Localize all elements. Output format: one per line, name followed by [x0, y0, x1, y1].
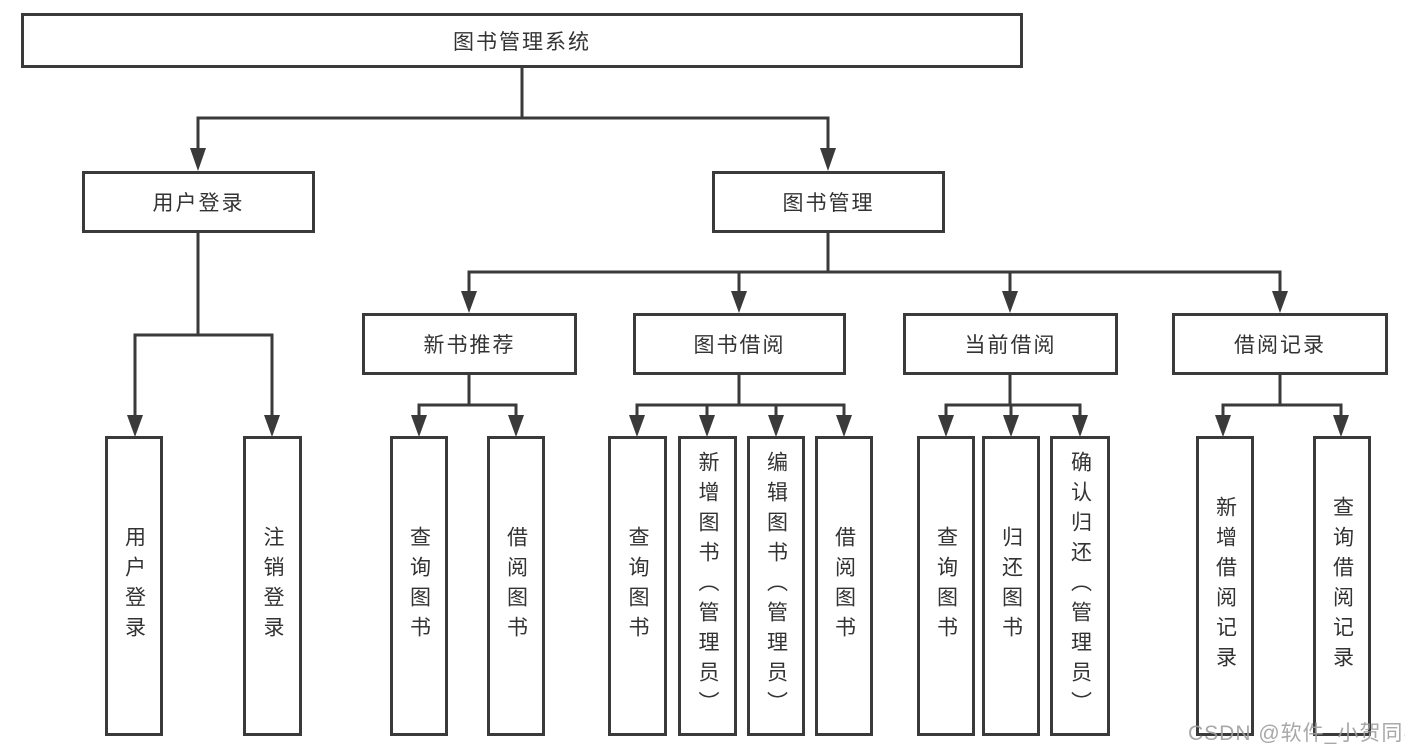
arrowhead: [127, 415, 143, 437]
edge-bookmgmt-to-level3: [467, 231, 1282, 296]
node-new-book-recommend: 新书推荐: [362, 313, 577, 375]
leaf-add-borrow-record: 新增借阅记录: [1196, 436, 1254, 736]
leaf-borrow-books-recommend: 借阅图书: [487, 436, 545, 736]
leaf-user-login: 用户登录: [105, 436, 163, 736]
arrowhead: [1333, 415, 1349, 437]
arrowhead: [768, 415, 784, 437]
edge-newbook-to-leaves: [417, 373, 518, 420]
edge-bookborrow-to-leaves: [635, 373, 846, 420]
arrowhead: [461, 291, 477, 313]
tree-edges: [133, 66, 1343, 420]
arrowhead: [836, 415, 852, 437]
leaf-label: 借阅图书: [832, 526, 856, 646]
leaf-label: 查询借阅记录: [1330, 496, 1354, 676]
arrowhead: [938, 415, 954, 437]
arrowhead: [508, 415, 524, 437]
node-user-login: 用户登录: [82, 171, 315, 233]
leaf-add-book-admin: 新增图书（管理员）: [678, 436, 737, 736]
leaf-label: 注销登录: [261, 526, 285, 646]
leaf-label: 查询图书: [934, 526, 958, 646]
leaf-label: 新增图书（管理员）: [696, 451, 720, 721]
leaf-label: 查询图书: [407, 526, 431, 646]
arrowhead: [699, 415, 715, 437]
leaf-label: 归还图书: [999, 526, 1023, 646]
node-current-borrow: 当前借阅: [903, 313, 1118, 375]
watermark-text: CSDN @软件_小贺同学: [1188, 722, 1405, 745]
leaf-query-books-current: 查询图书: [917, 436, 975, 736]
leaf-query-books-recommend: 查询图书: [390, 436, 448, 736]
leaf-label: 确认归还（管理员）: [1068, 451, 1092, 721]
node-book-management: 图书管理: [712, 171, 945, 233]
arrowhead: [1002, 291, 1018, 313]
node-borrow-records: 借阅记录: [1172, 313, 1388, 375]
arrowhead: [629, 415, 645, 437]
edge-userlogin-to-leaves: [133, 231, 274, 420]
arrowhead: [820, 148, 836, 171]
arrowhead: [731, 291, 747, 313]
leaf-label: 新增借阅记录: [1213, 496, 1237, 676]
leaf-label: 用户登录: [122, 526, 146, 646]
leaf-label: 借阅图书: [504, 526, 528, 646]
leaf-query-books-borrow: 查询图书: [608, 436, 667, 736]
leaf-label: 编辑图书（管理员）: [764, 451, 788, 721]
arrowhead: [1215, 415, 1231, 437]
node-book-borrow: 图书借阅: [633, 313, 846, 375]
node-library-system: 图书管理系统: [21, 13, 1023, 68]
arrowhead: [411, 415, 427, 437]
edge-root-to-level2: [196, 66, 830, 152]
arrowhead: [190, 148, 206, 171]
leaf-query-borrow-record: 查询借阅记录: [1313, 436, 1371, 736]
arrowhead: [1272, 291, 1288, 313]
arrowhead: [1003, 415, 1019, 437]
arrowhead: [264, 415, 280, 437]
edge-borrowrecord-to-leaves: [1221, 373, 1343, 420]
leaf-confirm-return-admin: 确认归还（管理员）: [1050, 436, 1110, 736]
leaf-return-book: 归还图书: [982, 436, 1040, 736]
leaf-label: 查询图书: [626, 526, 650, 646]
edge-currentborrow-to-leaves: [944, 373, 1082, 420]
leaf-edit-book-admin: 编辑图书（管理员）: [747, 436, 805, 736]
leaf-logout: 注销登录: [243, 436, 302, 736]
arrowheads: [127, 148, 1349, 437]
arrowhead: [1072, 415, 1088, 437]
leaf-borrow-books: 借阅图书: [815, 436, 873, 736]
